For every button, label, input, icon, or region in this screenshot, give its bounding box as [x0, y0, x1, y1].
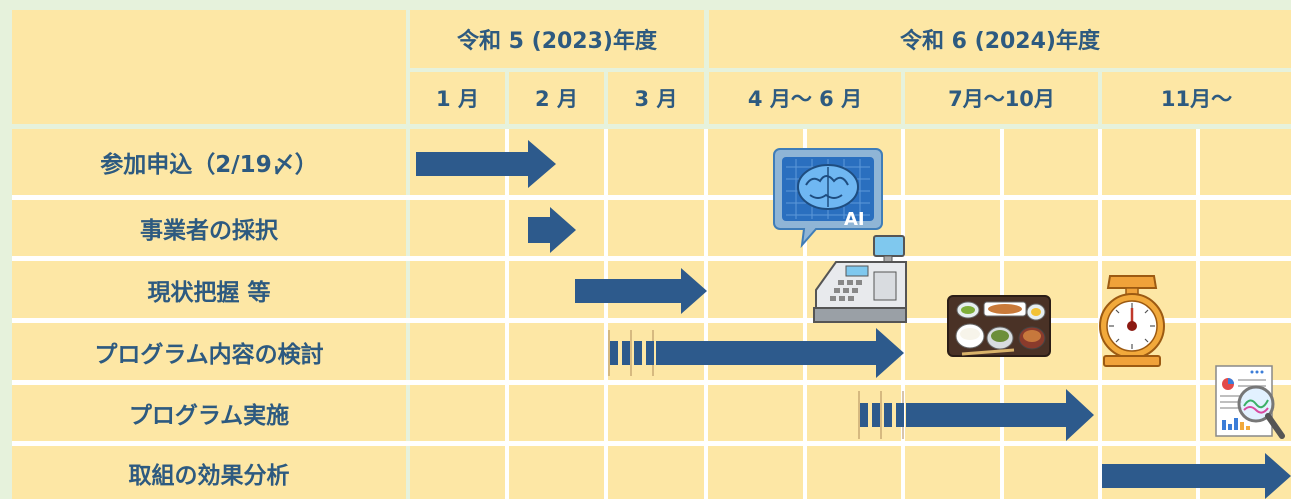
grid-vline — [1196, 129, 1200, 499]
arrow-selection — [528, 207, 576, 253]
grid-hline — [12, 380, 1291, 385]
grid-vline — [704, 129, 708, 499]
grid-vline — [1098, 129, 1102, 499]
header-corner — [12, 10, 406, 124]
year-header-r5 — [410, 10, 704, 68]
kitchen-scale-icon — [1099, 275, 1165, 367]
task-label-column — [12, 129, 406, 499]
grid-hline — [12, 441, 1291, 446]
arrow-survey — [575, 268, 707, 314]
ai-brain-icon: AI — [773, 148, 883, 249]
cash-register-icon — [813, 235, 907, 323]
grid-hline — [12, 256, 1291, 261]
period-header-feb — [509, 72, 604, 124]
report-magnifier-icon — [1215, 365, 1285, 439]
period-header-jul-oct — [905, 72, 1098, 124]
grid-hline — [12, 318, 1291, 323]
svg-text:AI: AI — [844, 209, 865, 230]
year-header-r6 — [709, 10, 1291, 68]
grid-hline — [12, 195, 1291, 200]
period-header-apr-jun — [709, 72, 901, 124]
arrow-program-execution — [858, 389, 1094, 441]
arrow-effect-analysis — [1102, 453, 1291, 499]
grid-vline — [604, 129, 608, 499]
period-header-mar — [608, 72, 704, 124]
grid-vline — [803, 129, 807, 499]
meal-tray-icon — [947, 295, 1051, 357]
arrow-program-planning — [608, 328, 904, 378]
arrow-application — [416, 140, 556, 188]
grid-vline — [505, 129, 509, 499]
period-header-jan — [410, 72, 505, 124]
period-header-nov — [1102, 72, 1291, 124]
